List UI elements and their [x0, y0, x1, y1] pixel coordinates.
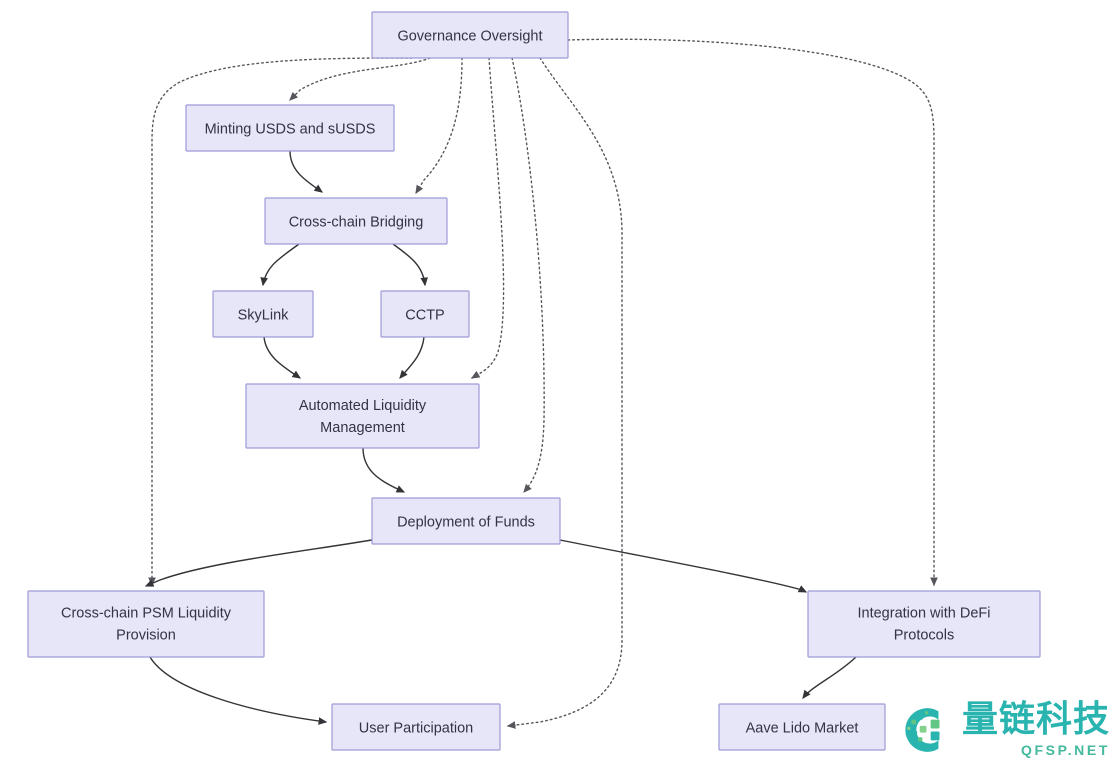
watermark: 量链科技 QFSP.NET — [901, 702, 1110, 757]
edge-minting-to-bridging — [289, 150, 323, 193]
node-label-cross-chain-psm-liquidity-provision-line2: Provision — [116, 627, 176, 643]
watermark-domain-label: QFSP.NET — [1020, 742, 1110, 758]
edge-governance-to-alm — [470, 57, 505, 379]
node-label-automated-liquidity-management-line2: Management — [320, 420, 405, 436]
node-label-cctp: CCTP — [405, 307, 444, 323]
node-label-skylink: SkyLink — [238, 307, 290, 323]
edge-psm-to-user — [149, 656, 328, 725]
node-minting-usds-and-susds[interactable]: Minting USDS and sUSDS — [185, 104, 395, 152]
edge-defi-to-aave — [802, 656, 857, 699]
node-group: Governance Oversight Minting USDS and sU… — [27, 11, 1041, 751]
edge-governance-to-user — [506, 57, 623, 729]
node-label-user-participation: User Participation — [359, 720, 473, 736]
edge-governance-to-deployment — [511, 57, 545, 493]
node-label-cross-chain-psm-liquidity-provision-line1: Cross-chain PSM Liquidity — [61, 605, 232, 621]
node-cctp[interactable]: CCTP — [380, 290, 470, 338]
node-label-aave-lido-market: Aave Lido Market — [746, 720, 859, 736]
node-label-minting-usds-and-susds: Minting USDS and sUSDS — [205, 121, 376, 137]
node-cross-chain-psm-liquidity-provision[interactable]: Cross-chain PSM Liquidity Provision — [27, 590, 265, 658]
node-aave-lido-market[interactable]: Aave Lido Market — [718, 703, 886, 751]
qfsp-logo-icon — [905, 707, 940, 752]
node-automated-liquidity-management[interactable]: Automated Liquidity Management — [245, 383, 480, 449]
node-label-governance-oversight: Governance Oversight — [397, 28, 542, 44]
node-cross-chain-bridging[interactable]: Cross-chain Bridging — [264, 197, 448, 245]
watermark-text: 量链科技 QFSP.NET — [961, 699, 1110, 758]
node-integration-with-defi-protocols[interactable]: Integration with DeFi Protocols — [807, 590, 1041, 658]
edge-group-solid — [144, 150, 857, 725]
edge-deployment-to-psm — [144, 539, 373, 587]
edge-governance-to-psm — [148, 57, 413, 587]
edge-bridging-to-cctp — [392, 243, 429, 287]
edge-skylink-to-alm — [263, 336, 302, 379]
node-label-cross-chain-bridging: Cross-chain Bridging — [289, 214, 424, 230]
edge-governance-to-minting — [289, 57, 431, 101]
edge-deployment-to-defi — [559, 539, 808, 593]
node-label-automated-liquidity-management-line1: Automated Liquidity — [299, 398, 427, 414]
edge-cctp-to-alm — [399, 336, 425, 379]
node-skylink[interactable]: SkyLink — [212, 290, 314, 338]
edge-governance-to-bridging — [415, 57, 463, 195]
node-label-deployment-of-funds: Deployment of Funds — [397, 514, 535, 530]
node-governance-oversight[interactable]: Governance Oversight — [371, 11, 569, 59]
node-user-participation[interactable]: User Participation — [331, 703, 501, 751]
edge-governance-to-defi — [567, 38, 938, 587]
node-label-integration-with-defi-protocols-line2: Protocols — [894, 627, 954, 643]
node-deployment-of-funds[interactable]: Deployment of Funds — [371, 497, 561, 545]
node-label-integration-with-defi-protocols-line1: Integration with DeFi — [858, 605, 991, 621]
edge-group-dotted — [148, 38, 938, 729]
watermark-chinese-label: 量链科技 — [961, 699, 1110, 740]
edge-bridging-to-skylink — [260, 243, 300, 287]
edge-alm-to-deployment — [362, 447, 406, 493]
